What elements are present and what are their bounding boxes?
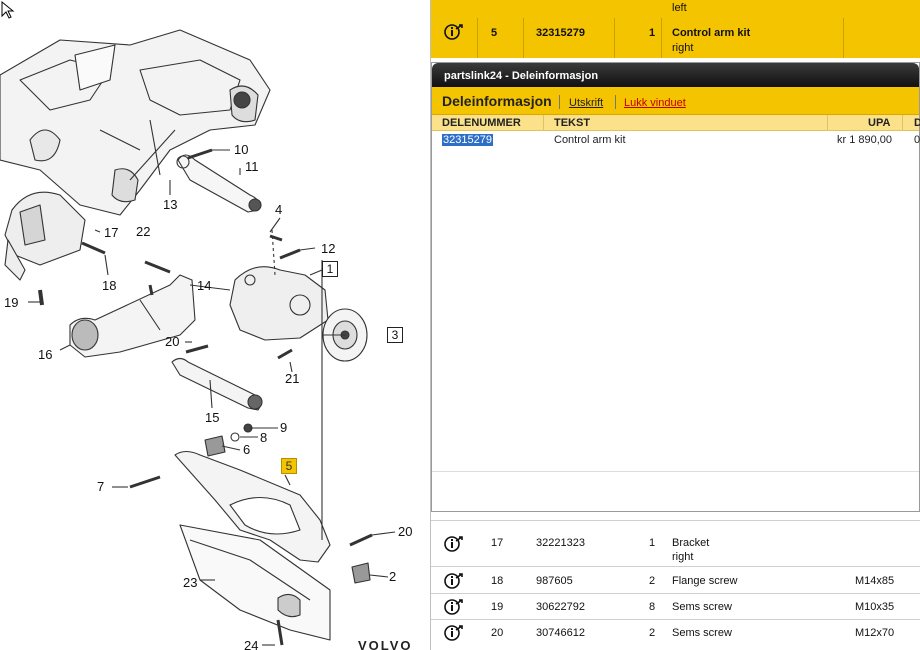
callout-2[interactable]: 2 (389, 569, 397, 584)
callout-box-3[interactable]: 3 (387, 327, 403, 343)
row-subtext: right (672, 551, 694, 563)
cell-extra: 0 (914, 134, 920, 146)
cell-price: kr 1 890,00 (837, 134, 893, 146)
callout-17[interactable]: 17 (104, 225, 119, 240)
row-quantity: 8 (649, 601, 656, 613)
row-description: Flange screw (672, 575, 738, 587)
row-quantity: 2 (649, 575, 656, 587)
parts-row[interactable]: 19 30622792 8 Sems screw M10x35 (431, 593, 920, 619)
diagram-drawing (0, 0, 396, 646)
info-arrow-icon[interactable] (444, 598, 464, 616)
info-arrow-icon[interactable] (444, 624, 464, 642)
callout-14[interactable]: 14 (197, 278, 212, 293)
row-part-number[interactable]: 32221323 (536, 537, 585, 549)
callout-22[interactable]: 22 (136, 224, 151, 239)
popup-title-bar[interactable]: partslink24 - Deleinformasjon (432, 63, 919, 87)
cell-text: Control arm kit (554, 134, 626, 146)
row-size: M10x35 (855, 601, 895, 613)
callout-10[interactable]: 10 (234, 142, 249, 157)
callout-11[interactable]: 11 (245, 159, 259, 174)
previous-row-subtext: left (672, 2, 687, 14)
parts-row[interactable]: 18 987605 2 Flange screw M14x85 (431, 566, 920, 593)
part-info-popup: partslink24 - Deleinformasjon Deleinform… (431, 62, 920, 512)
parts-diagram[interactable]: 10 11 13 4 17 22 12 18 14 19 16 20 21 15… (0, 0, 430, 650)
row-size: M12x70 (855, 627, 895, 639)
callout-23[interactable]: 23 (183, 575, 198, 590)
row-part-number[interactable]: 30746612 (536, 627, 585, 639)
callout-box-1[interactable]: 1 (322, 261, 338, 277)
callout-9[interactable]: 9 (280, 420, 288, 435)
panel-divider[interactable] (430, 0, 431, 650)
callout-box-5-selected[interactable]: 5 (281, 458, 297, 474)
row-description: Bracket (672, 537, 710, 549)
callout-20-upper[interactable]: 20 (165, 334, 180, 349)
callout-15[interactable]: 15 (205, 410, 220, 425)
parts-row[interactable]: 17 32221323 1 Bracket right (431, 520, 920, 566)
row-subtext: right (672, 42, 694, 54)
parts-list-panel: left 5 32315279 1 Control arm kit right … (431, 0, 920, 650)
row-description: Sems screw (672, 601, 732, 613)
col-text[interactable]: TEKST (554, 117, 591, 129)
callout-7[interactable]: 7 (97, 479, 105, 494)
info-arrow-icon[interactable] (444, 535, 464, 553)
row-position: 17 (491, 537, 504, 549)
callout-16[interactable]: 16 (38, 347, 53, 362)
parts-row-selected[interactable]: left 5 32315279 1 Control arm kit right (431, 0, 920, 58)
info-arrow-icon[interactable] (444, 23, 464, 41)
row-quantity: 1 (649, 537, 656, 549)
col-extra[interactable]: D (914, 117, 920, 129)
callout-18[interactable]: 18 (102, 278, 117, 293)
cell-part-number[interactable]: 32315279 (442, 134, 493, 146)
row-size: M14x85 (855, 575, 895, 587)
close-window-link[interactable]: Lukk vinduet (624, 97, 686, 109)
popup-heading: Deleinformasjon (442, 93, 552, 109)
callout-12[interactable]: 12 (321, 241, 336, 256)
callout-24[interactable]: 24 (244, 638, 259, 650)
callout-20-lower[interactable]: 20 (398, 524, 413, 539)
row-description: Sems screw (672, 627, 732, 639)
callout-21[interactable]: 21 (285, 371, 300, 386)
callout-6[interactable]: 6 (243, 442, 251, 457)
popup-header: Deleinformasjon Utskrift Lukk vinduet (432, 87, 919, 115)
part-info-table-header: DELENUMMER TEKST UPA D (432, 115, 920, 131)
row-position: 20 (491, 627, 504, 639)
row-position: 5 (491, 27, 498, 39)
callout-8[interactable]: 8 (260, 430, 268, 445)
callout-4[interactable]: 4 (275, 202, 283, 217)
col-part-number[interactable]: DELENUMMER (442, 117, 521, 129)
mouse-cursor-icon (1, 0, 15, 19)
callout-13[interactable]: 13 (163, 197, 178, 212)
row-quantity: 1 (649, 27, 656, 39)
part-info-row[interactable]: 32315279 Control arm kit kr 1 890,00 0 (432, 131, 920, 149)
brand-logo-text: VOLVO (358, 638, 413, 650)
callout-19[interactable]: 19 (4, 295, 19, 310)
row-position: 18 (491, 575, 504, 587)
popup-footer (432, 471, 919, 511)
row-position: 19 (491, 601, 504, 613)
col-price[interactable]: UPA (868, 117, 891, 129)
info-arrow-icon[interactable] (444, 572, 464, 590)
parts-row[interactable]: 20 30746612 2 Sems screw M12x70 (431, 619, 920, 650)
row-quantity: 2 (649, 627, 656, 639)
row-part-number[interactable]: 987605 (536, 575, 573, 587)
print-link[interactable]: Utskrift (569, 97, 604, 109)
row-description: Control arm kit (672, 27, 751, 39)
row-part-number[interactable]: 32315279 (536, 27, 585, 39)
row-part-number[interactable]: 30622792 (536, 601, 585, 613)
